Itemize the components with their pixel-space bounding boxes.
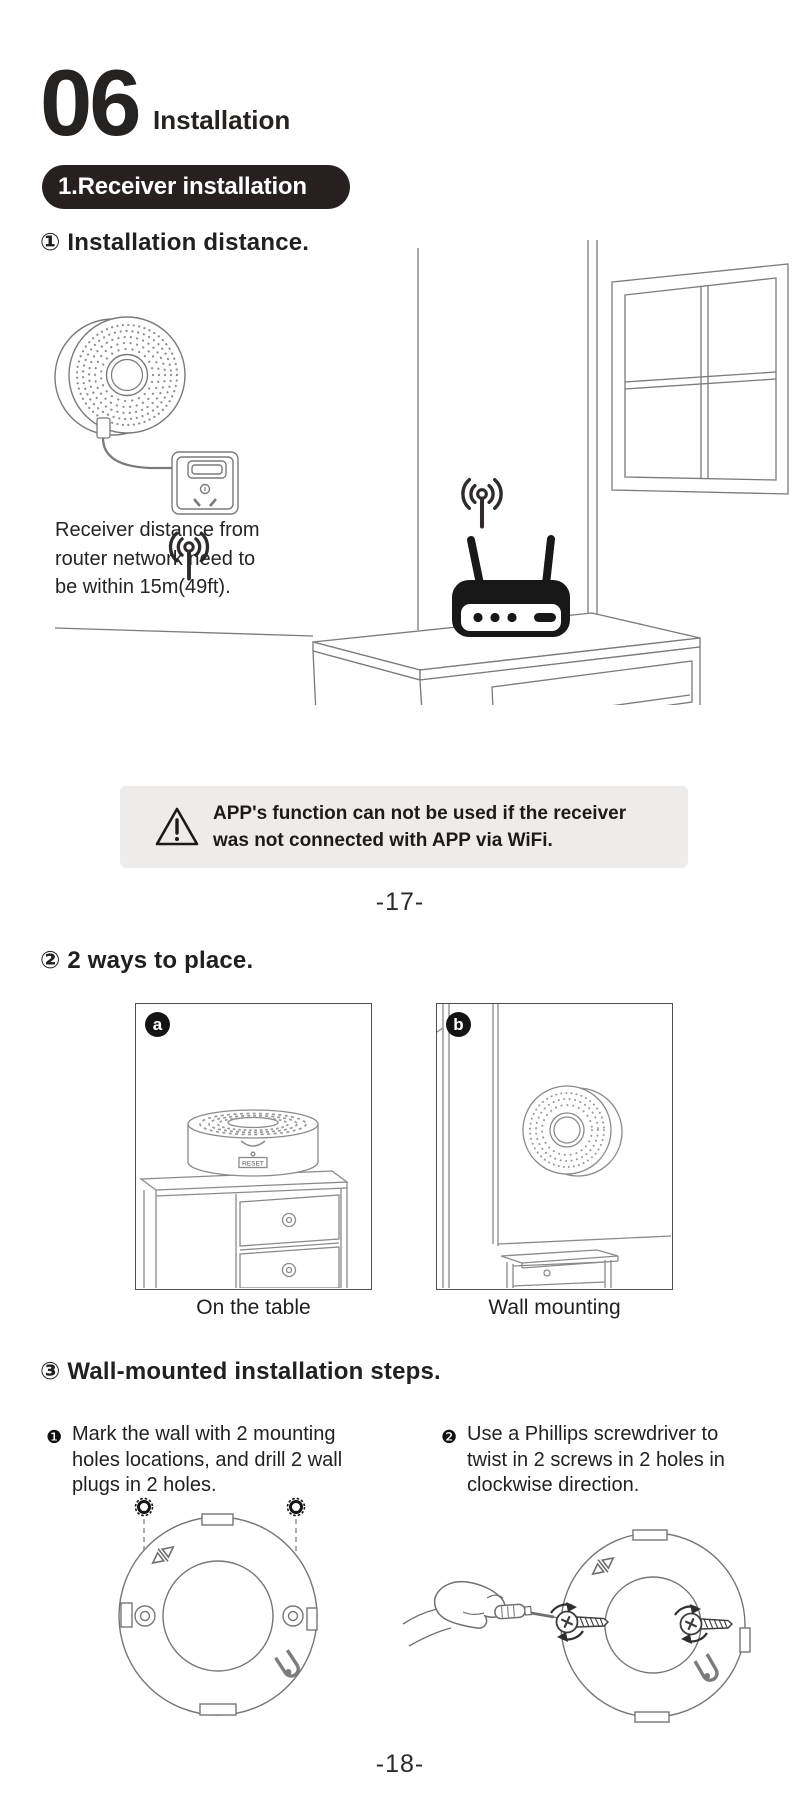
substep-2-bullet: ❷ xyxy=(441,1427,458,1447)
placement-option-b: b xyxy=(436,1003,673,1290)
substep-2-text: Use a Phillips screwdriver to twist in 2… xyxy=(467,1423,725,1496)
step3-heading: ③ Wall-mounted installation steps. xyxy=(40,1358,441,1385)
receiver-on-table xyxy=(187,1109,319,1177)
wall-mounting-illustration xyxy=(437,1004,671,1288)
caption-line: be within 15m(49ft). xyxy=(55,576,231,598)
placement-option-a: a xyxy=(135,1003,372,1290)
wall-outlet xyxy=(171,451,239,515)
mounting-plate-marking-illustration xyxy=(118,1497,318,1716)
warning-box: APP's function can not be used if the re… xyxy=(120,786,688,868)
option-a-caption: On the table xyxy=(196,1296,311,1319)
section-title: Installation xyxy=(153,105,291,135)
router-illustration xyxy=(452,535,570,637)
on-table-illustration: RESET xyxy=(139,1109,349,1288)
mounting-plate xyxy=(118,1513,318,1716)
receiver-illustration xyxy=(54,316,190,475)
caption-line: router network need to xyxy=(55,547,256,570)
receiver-distance-caption: Receiver distance from router network ne… xyxy=(55,516,260,602)
screwdriver xyxy=(494,1603,532,1620)
section-number: 06 xyxy=(40,50,142,155)
installation-distance-illustration xyxy=(54,240,789,705)
router-wifi-icon xyxy=(463,480,501,527)
wall-plug-screws xyxy=(134,1497,306,1517)
alignment-mark-icon xyxy=(591,1556,615,1576)
table xyxy=(312,612,701,705)
step1-heading: ① Installation distance. xyxy=(40,229,310,256)
power-cable xyxy=(101,437,181,470)
mounting-plate-screwing-illustration xyxy=(402,1529,751,1723)
option-a-badge: a xyxy=(145,1012,170,1037)
page-number-18: -18- xyxy=(375,1750,425,1778)
small-table xyxy=(500,1249,619,1288)
reset-label: RESET xyxy=(242,1161,264,1168)
subsection-badge: 1.Receiver installation xyxy=(42,165,350,209)
substep-1-text: Mark the wall with 2 mounting holes loca… xyxy=(72,1423,343,1496)
step2-heading: ② 2 ways to place. xyxy=(40,947,254,974)
warning-icon xyxy=(155,807,199,846)
receiver-on-wall xyxy=(522,1085,623,1177)
page-number-17: -17- xyxy=(375,888,425,916)
option-b-badge: b xyxy=(446,1012,471,1037)
hook-slot-icon xyxy=(693,1653,719,1682)
caption-line: Receiver distance from xyxy=(55,519,260,541)
window xyxy=(611,263,789,495)
warning-text: APP's function can not be used if the re… xyxy=(213,803,627,851)
hook-slot-icon xyxy=(274,1649,300,1678)
screwdriver-hand xyxy=(402,1580,562,1647)
substep-1-bullet: ❶ xyxy=(46,1427,63,1447)
option-b-caption: Wall mounting xyxy=(488,1296,621,1319)
alignment-mark-icon xyxy=(151,1545,175,1565)
